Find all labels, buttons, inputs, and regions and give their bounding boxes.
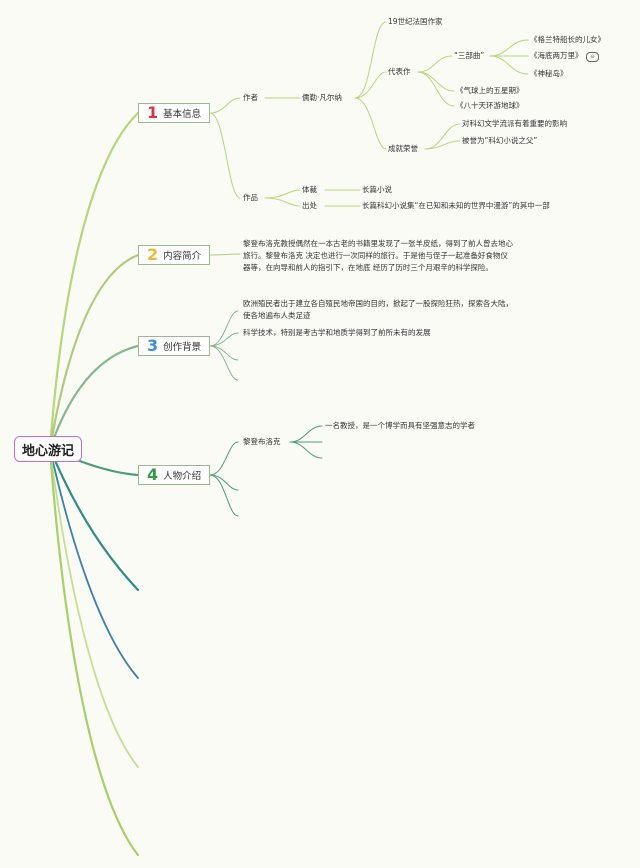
node-other-work[interactable]: 《八十天环游地球》 bbox=[456, 101, 524, 110]
node-genre-label[interactable]: 体裁 bbox=[302, 185, 317, 194]
node-honor[interactable]: 被誉为“科幻小说之父” bbox=[462, 136, 538, 145]
root-node[interactable]: 地心游记 bbox=[14, 436, 82, 462]
node-background-item[interactable]: 欧洲殖民者出于建立各自殖民地帝国的目的，掀起了一股探险狂热，探索各大陆，使各地遍… bbox=[243, 299, 513, 320]
node-character-desc[interactable]: 一名教授，是一个博学而具有坚强意志的学者 bbox=[325, 421, 475, 430]
topic-background[interactable]: 3 创作背景 bbox=[138, 336, 210, 356]
node-character-name[interactable]: 黎登布洛克 bbox=[243, 437, 281, 446]
node-works-label[interactable]: 代表作 bbox=[388, 67, 411, 76]
node-background-item[interactable]: 科学技术，特别是考古学和地质学得到了前所未有的发展 bbox=[243, 328, 431, 337]
node-nationality[interactable]: 19世纪法国作家 bbox=[388, 17, 443, 26]
node-honors-label[interactable]: 成就荣誉 bbox=[388, 144, 418, 153]
topic-basic-info[interactable]: 1 基本信息 bbox=[138, 103, 210, 123]
topic-number: 1 bbox=[147, 103, 159, 122]
topic-summary[interactable]: 2 内容简介 bbox=[138, 245, 210, 265]
node-summary-text[interactable]: 黎登布洛克教授偶然在一本古老的书籍里发现了一张羊皮纸，得到了前人曾去地心旅行。黎… bbox=[243, 239, 513, 272]
node-author-label[interactable]: 作者 bbox=[243, 93, 258, 102]
node-source[interactable]: 长篇科幻小说集“在已知和未知的世界中漫游”的其中一部 bbox=[362, 201, 550, 210]
node-other-work[interactable]: 《气球上的五星期》 bbox=[456, 86, 524, 95]
topic-number: 4 bbox=[147, 465, 159, 484]
topic-number: 3 bbox=[147, 336, 159, 355]
node-trilogy-label[interactable]: “三部曲” bbox=[454, 51, 485, 60]
topic-characters[interactable]: 4 人物介绍 bbox=[138, 465, 210, 485]
node-author-name[interactable]: 儒勒·凡尔纳 bbox=[302, 93, 342, 102]
node-trilogy-book[interactable]: 《格兰特船长的儿女》 bbox=[530, 35, 605, 44]
topic-number: 2 bbox=[147, 245, 159, 264]
topic-label: 内容简介 bbox=[163, 251, 202, 262]
node-trilogy-book[interactable]: 《海底两万里》 bbox=[530, 51, 583, 60]
topic-label: 人物介绍 bbox=[163, 471, 202, 482]
node-genre[interactable]: 长篇小说 bbox=[362, 185, 392, 194]
node-work-label[interactable]: 作品 bbox=[243, 193, 258, 202]
link-icon[interactable]: ⊖ bbox=[586, 52, 599, 62]
node-source-label[interactable]: 出处 bbox=[302, 201, 317, 210]
node-trilogy-book[interactable]: 《神秘岛》 bbox=[530, 69, 568, 78]
node-honor[interactable]: 对科幻文学流派有着重要的影响 bbox=[462, 119, 567, 128]
topic-label: 基本信息 bbox=[163, 109, 202, 120]
topic-label: 创作背景 bbox=[163, 342, 202, 353]
